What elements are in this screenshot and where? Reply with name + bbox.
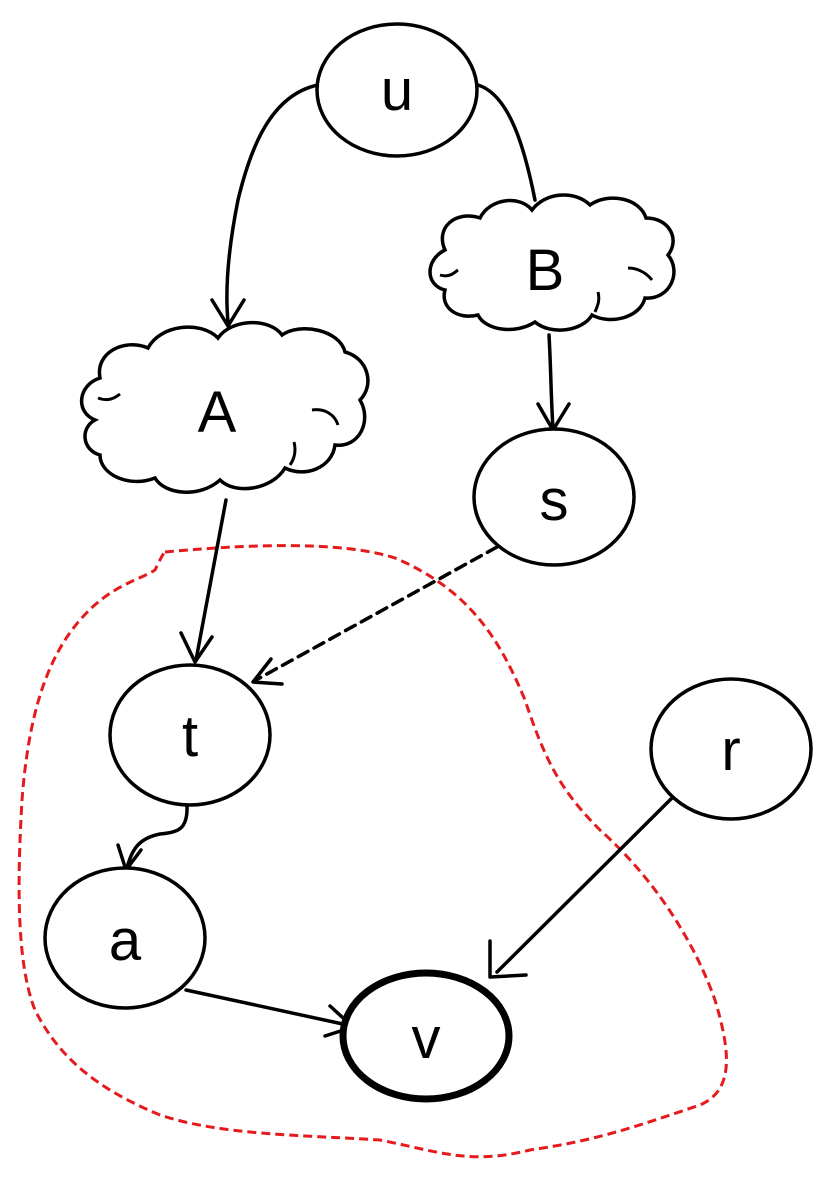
edge-B-to-s (547, 333, 555, 430)
node-v-label: v (412, 1006, 441, 1071)
edge-u-to-A (225, 83, 320, 324)
node-B-label: B (526, 238, 565, 303)
node-A-label: A (198, 380, 237, 445)
edge-A-to-t-arrowhead (179, 631, 214, 664)
highlighted-region-outline (17, 544, 728, 1159)
node-a-label: a (109, 908, 142, 973)
edge-u-to-B (476, 83, 537, 202)
node-B-cloud-detail (439, 266, 654, 313)
edge-a-to-v (184, 988, 354, 1028)
node-s (472, 427, 636, 567)
edge-r-to-v (495, 796, 674, 974)
edge-s-to-t-arrowhead (251, 657, 284, 686)
node-t (108, 663, 272, 807)
edge-t-to-a (125, 803, 189, 870)
node-A-cloud-detail (97, 392, 340, 466)
node-v (339, 969, 513, 1103)
node-u-label: u (381, 58, 413, 123)
edge-s-to-t-dashed (254, 545, 499, 682)
node-u (315, 22, 479, 158)
node-t-label: t (182, 704, 198, 769)
node-r-label: r (721, 718, 740, 783)
edge-A-to-t (194, 498, 228, 662)
node-r (649, 677, 813, 821)
node-B-cloud (428, 193, 676, 332)
node-s-label: s (540, 468, 569, 533)
edge-u-to-A-arrowhead (210, 298, 246, 328)
edge-r-to-v-arrowhead (488, 939, 528, 979)
node-a (43, 866, 207, 1010)
